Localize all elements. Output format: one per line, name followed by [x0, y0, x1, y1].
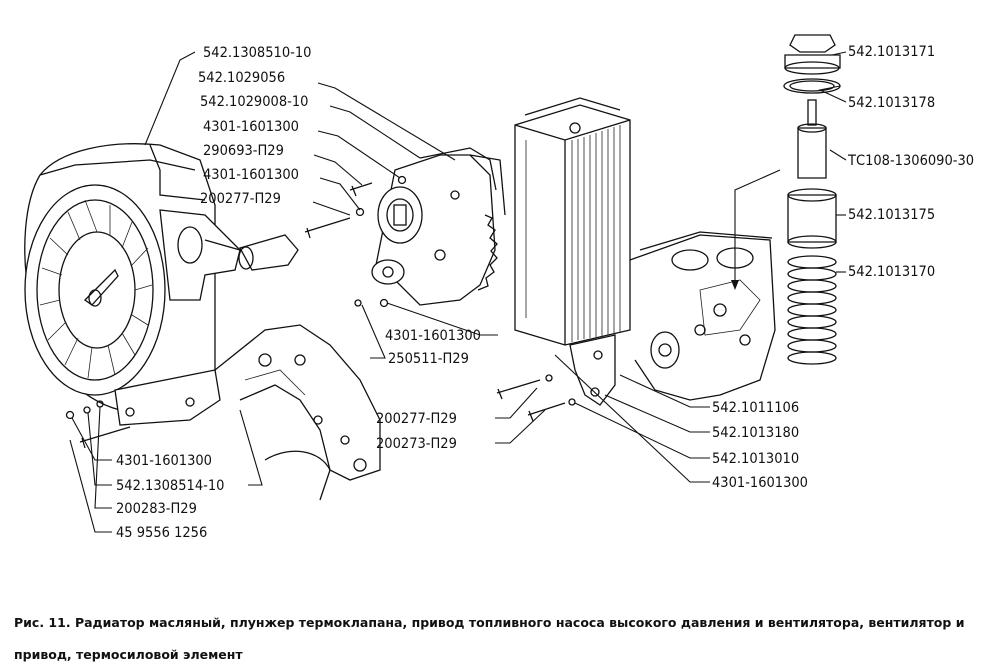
part-label-l22: 542.1308514-10	[116, 478, 224, 494]
part-label-l13: 4301-1601300	[385, 328, 481, 344]
thermo-element-drawing	[783, 34, 841, 365]
part-label-l16: 200277-П29	[376, 411, 457, 427]
part-label-l4: 4301-1601300	[203, 119, 299, 135]
oil-cooler-drawing	[496, 97, 631, 422]
caption-text: Радиатор масляный, плунжер термоклапана,…	[14, 615, 965, 662]
part-label-l6: 4301-1601300	[203, 167, 299, 183]
part-label-l14: 250511-П29	[388, 351, 469, 367]
figure-caption: Рис. 11. Радиатор масляный, плунжер терм…	[14, 607, 989, 671]
part-label-l20: 4301-1601300	[712, 475, 808, 491]
part-label-l1: 542.1308510-10	[203, 45, 311, 61]
exploded-view-drawing: 542.1308510-10 542.1029056 542.1029008-1…	[24, 34, 974, 541]
leader-lines	[69, 51, 847, 533]
part-label-l8: 542.1013171	[848, 44, 935, 60]
part-label-l3: 542.1029008-10	[200, 94, 308, 110]
fan-fasteners-drawing	[65, 400, 131, 449]
caption-prefix: Рис. 11.	[14, 615, 71, 630]
part-label-l17: 542.1013180	[712, 425, 799, 441]
part-label-l11: 542.1013175	[848, 207, 935, 223]
part-labels: 542.1308510-10 542.1029056 542.1029008-1…	[116, 44, 974, 541]
part-label-l5: 290693-П29	[203, 143, 284, 159]
part-label-l18: 200273-П29	[376, 436, 457, 452]
part-label-l7: 200277-П29	[200, 191, 281, 207]
part-label-l21: 4301-1601300	[116, 453, 212, 469]
part-label-l9: 542.1013178	[848, 95, 935, 111]
part-label-l10: ТС108-1306090-30	[847, 153, 974, 169]
part-label-l2: 542.1029056	[198, 70, 285, 86]
fan-housing-drawing	[24, 143, 241, 426]
part-label-l23: 200283-П29	[116, 501, 197, 517]
part-label-l19: 542.1013010	[712, 451, 799, 467]
engine-block-drawing	[629, 169, 781, 401]
front-cover-drawing	[214, 324, 381, 501]
part-label-l12: 542.1013170	[848, 264, 935, 280]
fuel-pump-drive-drawing	[238, 147, 506, 308]
part-label-l24: 45 9556 1256	[116, 525, 207, 541]
part-label-l15: 542.1011106	[712, 400, 799, 416]
